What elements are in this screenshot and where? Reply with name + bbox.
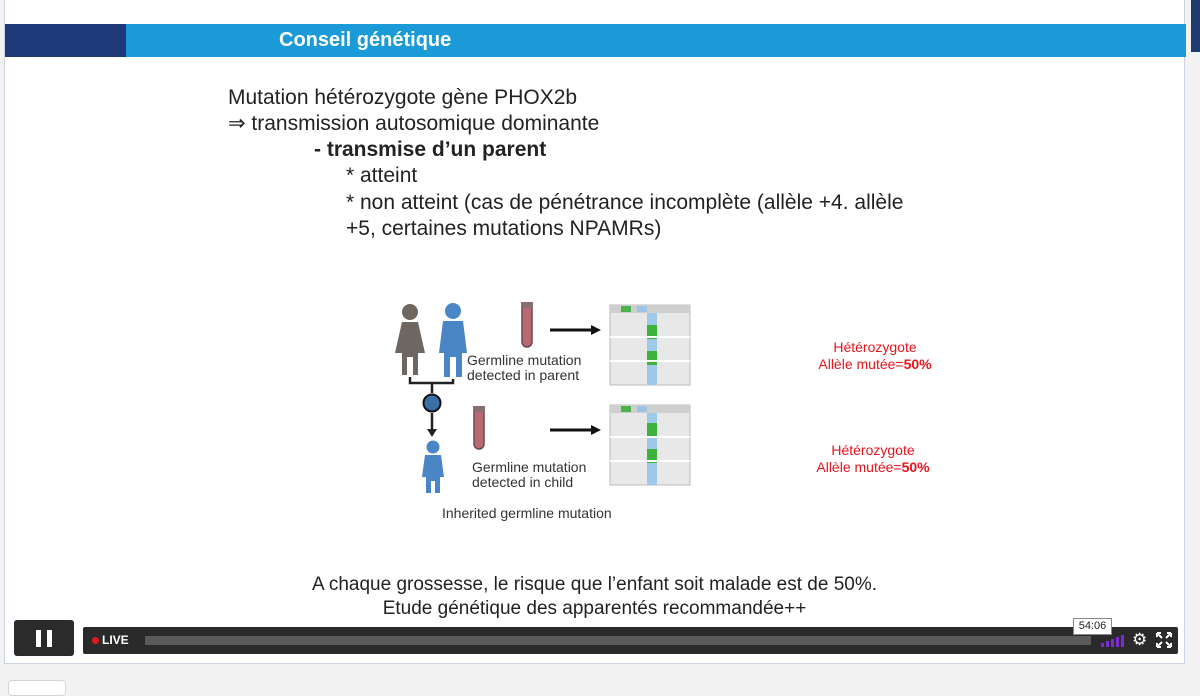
fullscreen-icon[interactable] <box>1156 632 1172 648</box>
child-label-line1: Germline mutation <box>472 459 587 475</box>
line-mutation: Mutation hétérozygote gène PHOX2b <box>228 86 578 109</box>
genetic-study-statement: Etude génétique des apparentés recommand… <box>382 598 807 619</box>
progress-bar[interactable] <box>145 636 1091 645</box>
father-icon <box>439 303 467 377</box>
blood-tube-icon <box>473 406 485 450</box>
annotation-heading: Hétérozygote <box>831 442 915 458</box>
live-indicator-icon <box>92 637 99 644</box>
time-tooltip: 54:06 <box>1073 618 1112 635</box>
sequencing-trace-child <box>609 404 691 486</box>
annotation-percent: 50% <box>903 356 932 372</box>
line-non-atteint: * non atteint (cas de pénétrance incompl… <box>346 191 904 214</box>
gear-icon[interactable]: ⚙ <box>1132 630 1148 649</box>
line-transmission: ⇒ transmission autosomique dominante <box>228 112 600 135</box>
pause-button[interactable] <box>14 620 74 656</box>
side-strip <box>1191 0 1200 52</box>
live-label[interactable]: LIVE <box>102 633 129 647</box>
inheritance-figure <box>395 302 691 493</box>
parent-label-line1: Germline mutation <box>467 352 582 368</box>
child-label-line2: detected in child <box>472 474 574 490</box>
line-parent: - transmise d’un parent <box>314 138 547 161</box>
slide-header: Conseil génétique <box>5 24 1186 57</box>
annotation-value-line: Allèle mutée=50% <box>795 356 955 373</box>
mother-icon <box>395 304 425 375</box>
offspring-node-icon <box>422 393 442 413</box>
volume-icon[interactable] <box>1101 635 1125 647</box>
annotation-parent: Hétérozygote Allèle mutée=50% <box>795 339 955 373</box>
annotation-prefix: Allèle mutée= <box>816 459 902 475</box>
parent-label-line2: detected in parent <box>467 367 580 383</box>
annotation-heading: Hétérozygote <box>833 339 917 355</box>
figure-caption: Inherited germline mutation <box>442 505 612 521</box>
sequencing-trace-parent <box>609 304 691 386</box>
player-control-bar: LIVE ⚙ <box>83 627 1178 654</box>
header-accent-block <box>5 24 126 57</box>
line-npamrs: +5, certaines mutations NPAMRs) <box>346 217 662 240</box>
annotation-prefix: Allèle mutée= <box>818 356 904 372</box>
blood-tube-icon <box>521 302 533 348</box>
slide-title: Conseil génétique <box>279 29 452 51</box>
bottom-tab[interactable] <box>8 680 66 696</box>
annotation-percent: 50% <box>901 459 930 475</box>
line-atteint: * atteint <box>346 164 418 187</box>
risk-statement: A chaque grossesse, le risque que l’enfa… <box>311 574 878 595</box>
annotation-child: Hétérozygote Allèle mutée=50% <box>793 442 953 476</box>
child-icon <box>422 440 444 493</box>
annotation-value-line: Allèle mutée=50% <box>793 459 953 476</box>
